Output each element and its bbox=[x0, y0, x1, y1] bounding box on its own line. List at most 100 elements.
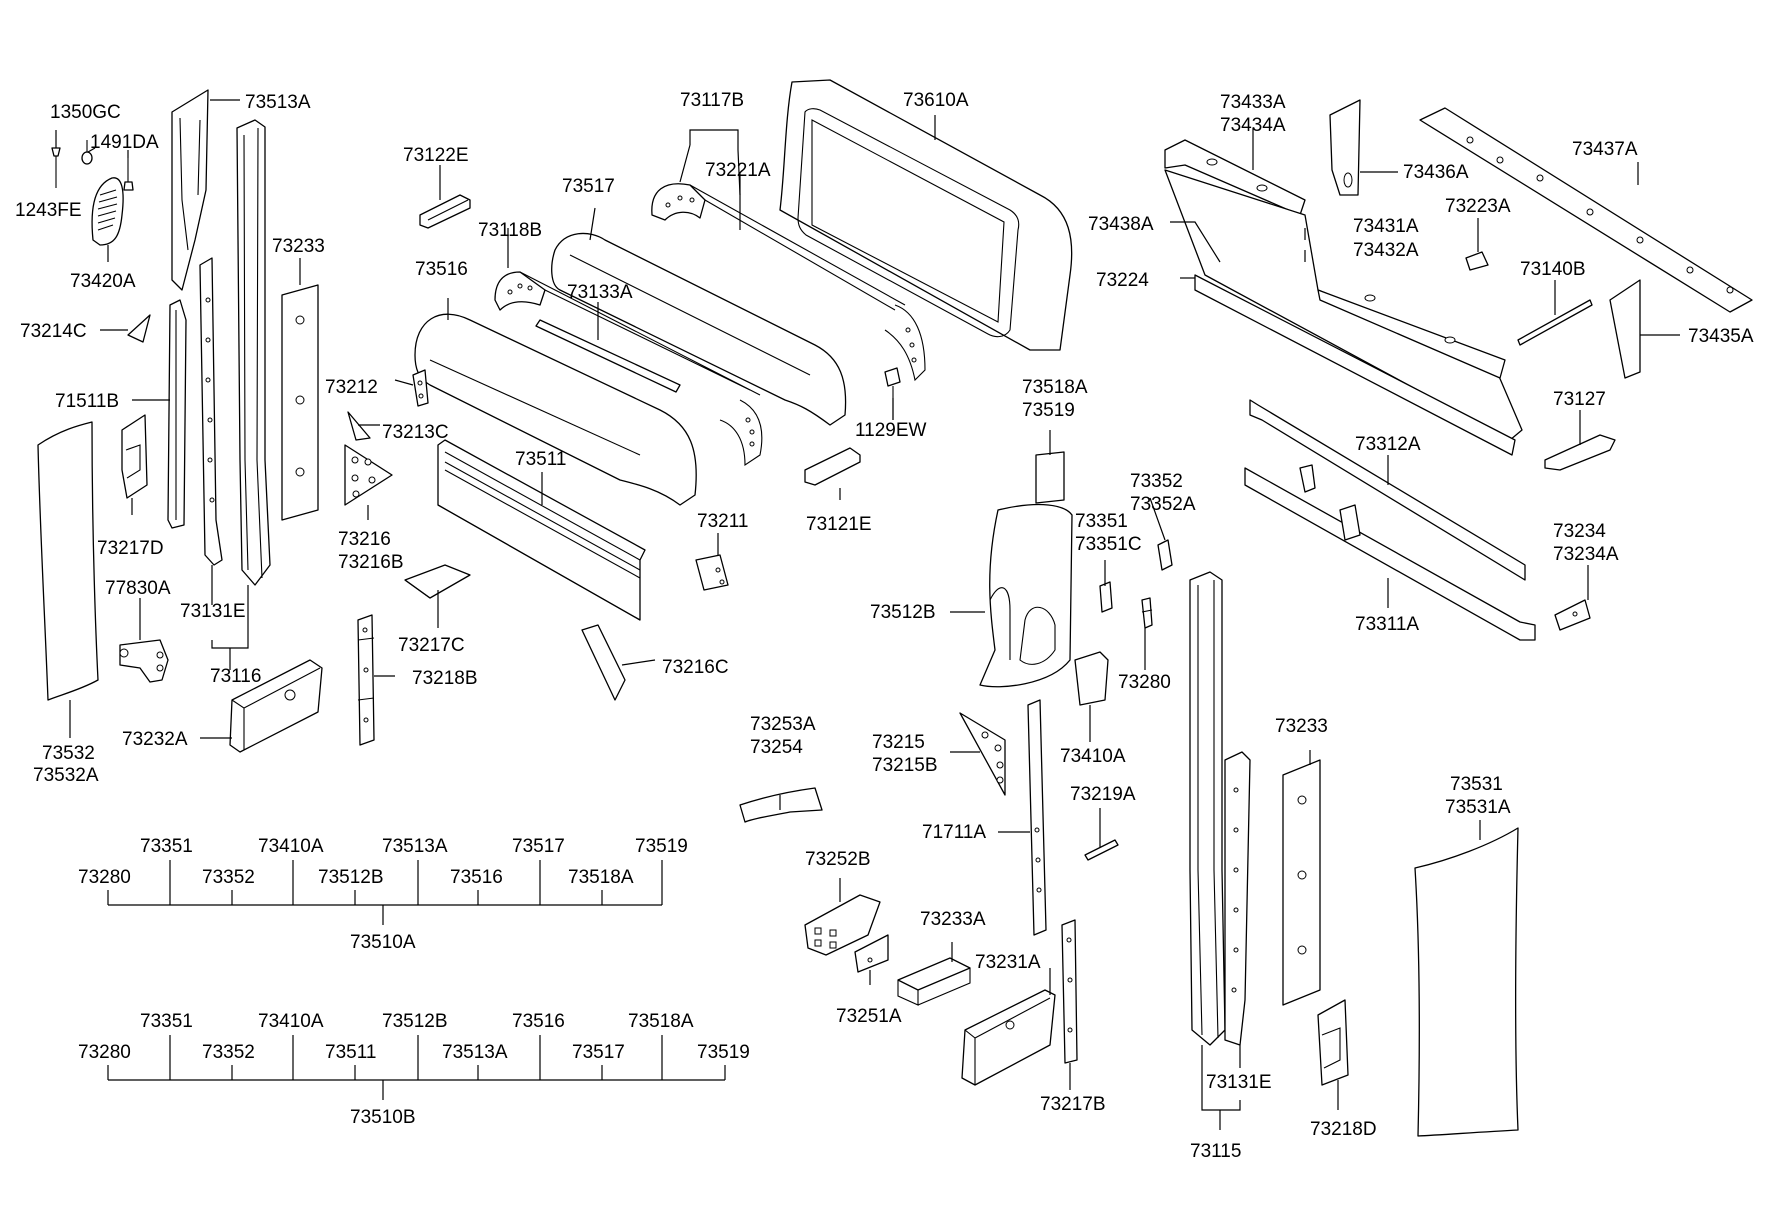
label-73133A: 73133A bbox=[567, 282, 633, 303]
label-73433A: 73433A bbox=[1220, 92, 1286, 113]
label-73216C: 73216C bbox=[662, 657, 729, 678]
label-73213C: 73213C bbox=[382, 422, 449, 443]
part-panel-73531 bbox=[1414, 827, 1519, 1137]
label-73218D: 73218D bbox=[1310, 1119, 1377, 1140]
label-73216B: 73216B bbox=[338, 552, 404, 573]
part-gusset-73216 bbox=[344, 444, 393, 506]
label-73232A: 73232A bbox=[122, 729, 188, 750]
assembly-list-73510A: 73351 73410A 73513A 73517 73519 73280 73… bbox=[78, 836, 688, 953]
label-73280: 73280 bbox=[1118, 672, 1171, 693]
part-bracket-73217B bbox=[1061, 919, 1078, 1064]
label-73434A: 73434A bbox=[1220, 115, 1286, 136]
label-73532: 73532 bbox=[42, 743, 95, 764]
label-73532A: 73532A bbox=[33, 765, 99, 786]
label-73513A: 73513A bbox=[245, 92, 311, 113]
label-73254: 73254 bbox=[750, 737, 803, 758]
label-73217C: 73217C bbox=[398, 635, 465, 656]
asm-a-assembly: 73510A bbox=[350, 932, 416, 953]
part-clip-73351 bbox=[1099, 581, 1113, 613]
part-cover-73512B bbox=[979, 503, 1073, 688]
part-panel-73511 bbox=[437, 439, 646, 621]
label-73531A: 73531A bbox=[1445, 797, 1511, 818]
label-73122E: 73122E bbox=[403, 145, 469, 166]
asm-b-bottom-3: 73511 bbox=[325, 1042, 376, 1063]
asm-a-top-2: 73410A bbox=[258, 836, 324, 857]
part-triangle-73214C bbox=[127, 314, 151, 343]
label-73212: 73212 bbox=[325, 377, 378, 398]
part-arch-73117B bbox=[651, 183, 926, 382]
part-hood-73517 bbox=[551, 232, 847, 426]
label-73215: 73215 bbox=[872, 732, 925, 753]
part-small-block-73122E bbox=[419, 194, 471, 229]
part-bracket-73218B bbox=[357, 614, 375, 746]
label-73211: 73211 bbox=[697, 511, 748, 532]
leader-lines bbox=[55, 99, 1680, 1130]
part-pillar-cover-73513A bbox=[171, 89, 209, 291]
part-bracket-73211 bbox=[695, 554, 729, 591]
label-73511: 73511 bbox=[515, 449, 566, 470]
label-73224: 73224 bbox=[1096, 270, 1149, 291]
label-73351C: 73351C bbox=[1075, 534, 1142, 555]
part-bracket-73212 bbox=[412, 369, 429, 407]
asm-b-top-5: 73518A bbox=[628, 1011, 694, 1032]
label-73118B: 73118B bbox=[478, 220, 542, 241]
part-plate-73223A bbox=[1465, 251, 1489, 271]
assembly-bracket-73510B bbox=[107, 1035, 726, 1100]
asm-b-top-3: 73512B bbox=[382, 1011, 448, 1032]
label-73531: 73531 bbox=[1450, 774, 1503, 795]
part-pillar-73131E-left bbox=[199, 257, 223, 566]
asm-b-bottom-1: 73280 bbox=[78, 1042, 131, 1063]
label-73435A: 73435A bbox=[1688, 326, 1754, 347]
part-long-pillar-73115 bbox=[1189, 571, 1226, 1046]
asm-b-assembly: 73510B bbox=[350, 1107, 416, 1128]
label-73352: 73352 bbox=[1130, 471, 1183, 492]
part-vent-grille-73420A bbox=[91, 177, 124, 246]
label-73251A: 73251A bbox=[836, 1006, 902, 1027]
part-bracket-73217D bbox=[121, 414, 148, 499]
label-73131E-left: 73131E bbox=[180, 601, 246, 622]
part-crossbar-73312A bbox=[1244, 399, 1536, 641]
label-1243FE: 1243FE bbox=[15, 200, 82, 221]
label-73253A: 73253A bbox=[750, 714, 816, 735]
part-trim-73253A bbox=[739, 787, 823, 823]
label-1350GC: 1350GC bbox=[50, 102, 121, 123]
label-73438A: 73438A bbox=[1088, 214, 1154, 235]
label-73610A: 73610A bbox=[903, 90, 969, 111]
label-73351: 73351 bbox=[1075, 511, 1128, 532]
label-73127: 73127 bbox=[1553, 389, 1606, 410]
label-73517: 73517 bbox=[562, 176, 615, 197]
asm-b-bottom-2: 73352 bbox=[202, 1042, 255, 1063]
label-73217B: 73217B bbox=[1040, 1094, 1106, 1115]
label-73218B: 73218B bbox=[412, 668, 478, 689]
part-panel-73438A bbox=[1164, 169, 1523, 441]
part-strip-73219A bbox=[1084, 839, 1119, 861]
assembly-list-73510B: 73351 73410A 73512B 73516 73518A 73280 7… bbox=[78, 1011, 750, 1128]
label-1491DA: 1491DA bbox=[90, 132, 159, 153]
asm-a-top-5: 73519 bbox=[635, 836, 688, 857]
label-73219A: 73219A bbox=[1070, 784, 1136, 805]
part-bracket-73251A bbox=[854, 934, 889, 973]
part-pillar-trim-73436A bbox=[1329, 99, 1361, 196]
label-73519: 73519 bbox=[1022, 400, 1075, 421]
part-pillar-73131E-right bbox=[1224, 751, 1251, 1046]
label-73131E-right: 73131E bbox=[1206, 1072, 1272, 1093]
part-gusset-73215 bbox=[959, 712, 1006, 796]
part-arch-73118B bbox=[494, 271, 763, 467]
label-73121E: 73121E bbox=[806, 514, 872, 535]
label-73223A: 73223A bbox=[1445, 196, 1511, 217]
part-strip-73133A bbox=[535, 319, 681, 393]
label-73216: 73216 bbox=[338, 529, 391, 550]
part-panel-73532 bbox=[37, 421, 99, 701]
asm-a-bottom-2: 73352 bbox=[202, 867, 255, 888]
part-long-pillar-73116 bbox=[236, 119, 271, 586]
label-73436A: 73436A bbox=[1403, 162, 1469, 183]
part-plate-73233-right bbox=[1282, 759, 1321, 1006]
assembly-bracket-73510A bbox=[107, 860, 663, 925]
label-73214C: 73214C bbox=[20, 321, 87, 342]
part-bracket-73218D bbox=[1317, 999, 1349, 1086]
label-73516: 73516 bbox=[415, 259, 468, 280]
part-clip-73352 bbox=[1157, 539, 1173, 571]
label-71511B: 71511B bbox=[55, 391, 119, 412]
part-glass-frame-73610A bbox=[779, 79, 1073, 351]
